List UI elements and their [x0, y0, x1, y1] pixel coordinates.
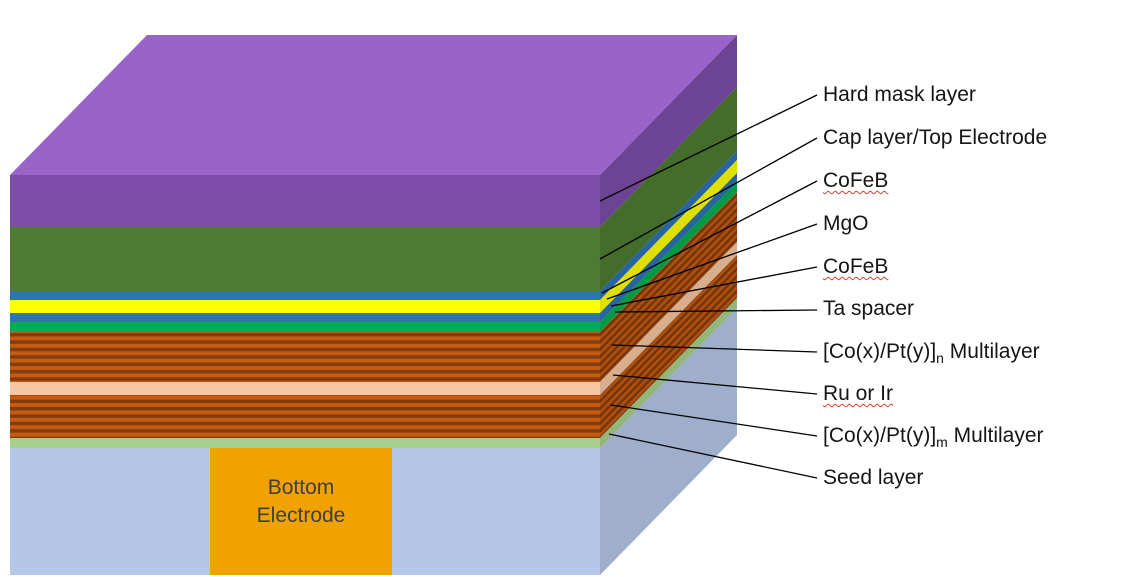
label-text: Ru or Ir: [823, 382, 894, 405]
leader-line-ta-spacer: [614, 309, 818, 313]
label-text: Cap layer/Top Electrode: [823, 126, 1048, 149]
label-text: MgO: [823, 212, 869, 235]
leader-line-mgo: [606, 223, 818, 300]
label-multilayer-m: [Co(x)/Pt(y)]m Multilayer: [823, 423, 1044, 449]
label-text: CoFeB: [823, 255, 889, 278]
seed-layer-side: [600, 298, 737, 448]
ru-ir-side: [600, 242, 737, 395]
label-suffix: Multilayer: [947, 424, 1044, 447]
multilayer-n-front: [10, 332, 600, 382]
cofeb-top-front: [10, 291, 600, 300]
label-text: Hard mask layer: [823, 83, 976, 106]
label-cofeb-bottom: CoFeB: [823, 254, 888, 280]
label-ta-spacer: Ta spacer: [823, 296, 914, 322]
leader-line-cofeb-bottom: [610, 266, 818, 307]
label-subscript: m: [936, 434, 948, 451]
label-mgo: MgO: [823, 211, 869, 237]
label-suffix: Multilayer: [943, 340, 1040, 363]
leader-line-seed-layer: [608, 433, 818, 479]
leader-line-hard-mask: [599, 94, 818, 202]
leader-lines: [599, 94, 818, 479]
leader-line-cofeb-top: [601, 180, 818, 294]
label-text: Seed layer: [823, 466, 924, 489]
bottom-electrode-label: Bottom Electrode: [256, 476, 346, 527]
label-ru-ir: Ru or Ir: [823, 381, 893, 407]
label-cap-layer: Cap layer/Top Electrode: [823, 125, 1047, 151]
leader-line-multilayer-m: [610, 404, 818, 437]
hard-mask-top-face: [10, 35, 737, 175]
label-text: CoFeB: [823, 169, 889, 192]
label-subscript: n: [936, 350, 944, 367]
mgo-front: [10, 300, 600, 313]
label-text: Ta spacer: [823, 297, 915, 320]
label-seed-layer: Seed layer: [823, 465, 923, 491]
cofeb-bottom-front: [10, 313, 600, 322]
stack-front-faces: [10, 175, 600, 575]
cofeb-top-side: [600, 151, 737, 300]
cap-layer-front: [10, 227, 600, 291]
label-multilayer-n: [Co(x)/Pt(y)]n Multilayer: [823, 339, 1040, 365]
leader-line-multilayer-n: [611, 344, 818, 353]
leader-line-ru-ir: [612, 374, 818, 395]
multilayer-m-front: [10, 395, 600, 438]
mgo-side: [600, 160, 737, 313]
ru-ir-front: [10, 382, 600, 395]
bottom-electrode: [210, 448, 392, 575]
ta-spacer-front: [10, 322, 600, 332]
label-text: [Co(x)/Pt(y)]: [823, 424, 937, 447]
leader-line-cap-layer: [599, 137, 818, 260]
cofeb-bottom-side: [600, 173, 737, 322]
label-text: [Co(x)/Pt(y)]: [823, 340, 937, 363]
substrate-side: [600, 308, 737, 575]
ta-spacer-side: [600, 182, 737, 332]
label-hard-mask: Hard mask layer: [823, 82, 976, 108]
hard-mask-front: [10, 175, 600, 227]
label-cofeb-top: CoFeB: [823, 168, 888, 194]
seed-layer-front: [10, 438, 600, 448]
hard-mask-side: [600, 35, 737, 227]
multilayer-n-side: [600, 192, 737, 382]
